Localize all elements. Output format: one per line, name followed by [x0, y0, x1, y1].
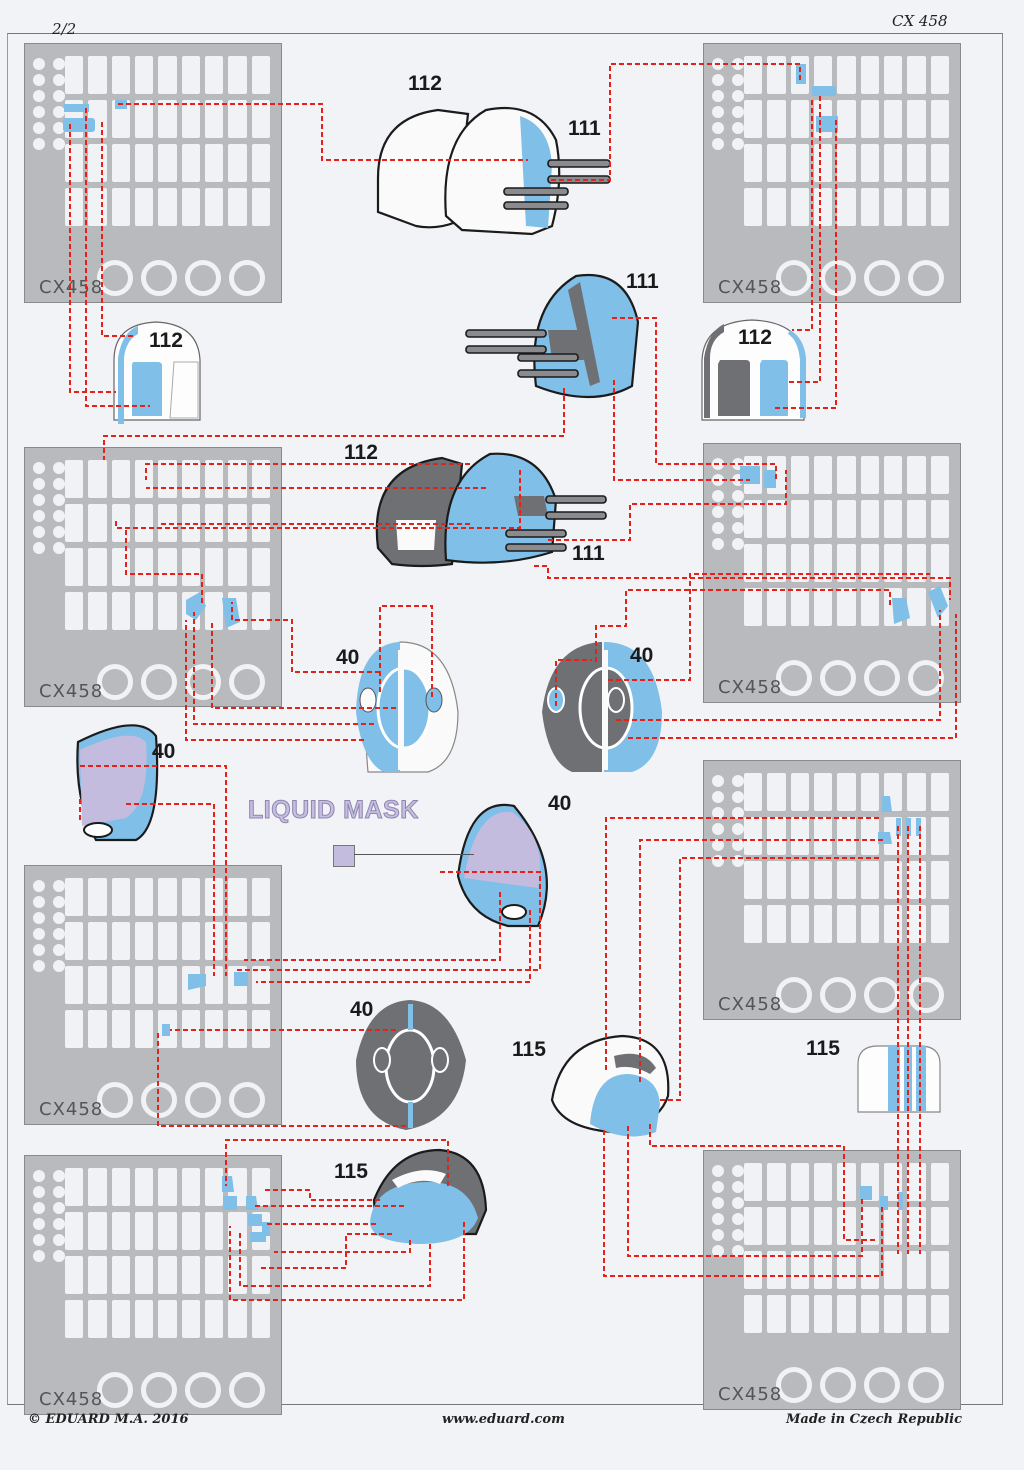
mask-fret: CX458 [703, 760, 961, 1020]
country-of-origin: Made in Czech Republic [786, 1412, 963, 1427]
fret-wheel-rings [776, 1367, 944, 1403]
part-number-label: 40 [350, 998, 374, 1021]
fret-code: CX458 [718, 677, 783, 698]
page-frame [7, 33, 1003, 1405]
mask-fret: CX458 [24, 865, 282, 1125]
part-number-label: 111 [568, 117, 601, 140]
fret-code: CX458 [718, 277, 783, 298]
nose-cone-liquid-mask-left [76, 724, 159, 842]
fret-wheel-rings [97, 664, 265, 700]
page-number: 2/2 [52, 20, 77, 38]
part-number-label: 115 [806, 1037, 840, 1060]
part-number-label: 115 [334, 1160, 368, 1183]
turret-drawing-mid [465, 273, 640, 399]
fret-cutouts [744, 1163, 949, 1333]
liquid-mask-legend-title: LIQUID MASK [248, 796, 419, 825]
part-number-label: 112 [344, 441, 378, 464]
nose-cone-front-dark [542, 642, 662, 772]
fret-code: CX458 [39, 1099, 104, 1120]
website-link[interactable]: www.eduard.com [442, 1412, 565, 1427]
part-number-label: 112 [149, 329, 183, 352]
dome-drawing-left [370, 1148, 488, 1244]
kit-code: CX 458 [892, 12, 948, 30]
fret-holes [33, 58, 67, 150]
turret-drawing-top [376, 106, 611, 236]
part-number-label: 40 [630, 644, 654, 667]
fret-cutouts [744, 56, 949, 226]
nose-cone-dark-bottom [356, 1000, 466, 1130]
part-number-label: 115 [512, 1038, 546, 1061]
part-number-label: 40 [548, 792, 572, 815]
mask-fret: CX458 [703, 1150, 961, 1410]
fret-wheel-rings [97, 260, 265, 296]
liquid-mask-swatch [333, 845, 355, 867]
part-number-label: 40 [336, 646, 360, 669]
fret-holes [33, 880, 67, 972]
part-number-label: 111 [626, 270, 659, 293]
nose-cone-front-light [356, 641, 459, 773]
fret-wheel-rings [97, 1372, 265, 1408]
copyright-notice: © EDUARD M.A. 2016 [28, 1412, 189, 1427]
fret-code: CX458 [39, 681, 104, 702]
fret-cutouts [744, 773, 949, 943]
fret-code: CX458 [718, 994, 783, 1015]
fret-holes [712, 775, 746, 867]
fret-mask-highlights [63, 64, 948, 1242]
part-number-label: 111 [572, 542, 605, 565]
dome-drawing-right [550, 1034, 670, 1137]
fret-holes [712, 1165, 746, 1257]
canopy-flat-view-left [113, 321, 201, 424]
part-number-label: 112 [408, 72, 442, 95]
fret-code: CX458 [718, 1384, 783, 1405]
canopy-flat-view-right [701, 319, 806, 421]
fret-wheel-rings [776, 660, 944, 696]
liquid-mask-pointer-line [354, 854, 474, 855]
fret-wheel-rings [776, 260, 944, 296]
nose-cone-liquid-mask-right [456, 803, 548, 928]
mask-fret: CX458 [703, 43, 961, 303]
part-number-label: 112 [738, 326, 772, 349]
turret-drawing-assembled [375, 452, 607, 568]
fret-holes [33, 1170, 67, 1262]
leader-lines [69, 63, 957, 1301]
fret-holes [33, 462, 67, 554]
fret-code: CX458 [39, 1389, 104, 1410]
part-number-label: 40 [152, 740, 176, 763]
